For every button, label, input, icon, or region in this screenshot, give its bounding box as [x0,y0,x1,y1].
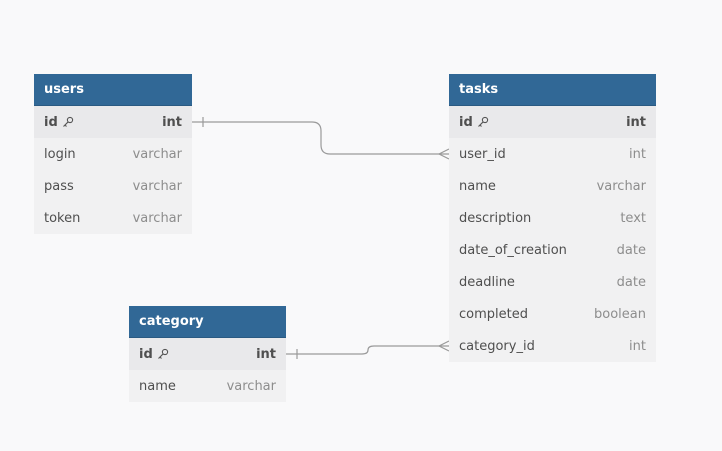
column-type: varchar [132,210,182,226]
column-type: int [256,346,276,362]
column-row-login[interactable]: login varchar [34,138,192,170]
column-type: int [626,114,646,130]
column-name: completed [459,306,528,322]
column-row-id[interactable]: id int [449,106,656,138]
column-name: pass [44,178,74,194]
column-row-completed[interactable]: completed boolean [449,298,656,330]
key-icon [62,116,73,127]
column-name: id [44,114,58,130]
table-header-category[interactable]: category [129,306,286,338]
column-name: deadline [459,274,515,290]
column-name-cell: id [44,115,74,130]
column-type: varchar [226,378,276,394]
table-users[interactable]: users id int login varchar pass varchar … [34,74,192,234]
column-type: boolean [594,306,646,322]
column-type: date [616,274,646,290]
column-row-description[interactable]: description text [449,202,656,234]
column-row-id[interactable]: id int [129,338,286,370]
table-tasks[interactable]: tasks id int user_id int name varchar de… [449,74,656,362]
column-type: int [629,338,646,354]
key-icon [477,116,488,127]
column-name: name [459,178,496,194]
column-name-cell: id [139,347,169,362]
column-row-token[interactable]: token varchar [34,202,192,234]
relation-users-tasks[interactable] [192,117,450,160]
column-row-category-id[interactable]: category_id int [449,330,656,362]
column-name: name [139,378,176,394]
column-name: login [44,146,76,162]
column-type: date [616,242,646,258]
column-name: id [139,346,153,362]
column-type: int [629,146,646,162]
column-name: token [44,210,81,226]
table-header-tasks[interactable]: tasks [449,74,656,106]
relation-category-tasks[interactable] [286,340,450,359]
column-type: varchar [132,178,182,194]
column-name: user_id [459,146,506,162]
column-type: varchar [596,178,646,194]
column-name: category_id [459,338,535,354]
column-type: varchar [132,146,182,162]
column-row-name[interactable]: name varchar [449,170,656,202]
table-category[interactable]: category id int name varchar [129,306,286,402]
column-type: int [162,114,182,130]
table-header-users[interactable]: users [34,74,192,106]
column-row-deadline[interactable]: deadline date [449,266,656,298]
column-name-cell: id [459,115,489,130]
column-name: description [459,210,532,226]
key-icon [157,348,168,359]
column-name: id [459,114,473,130]
column-row-id[interactable]: id int [34,106,192,138]
column-row-pass[interactable]: pass varchar [34,170,192,202]
column-row-date-of-creation[interactable]: date_of_creation date [449,234,656,266]
column-type: text [620,210,646,226]
column-row-name[interactable]: name varchar [129,370,286,402]
column-row-user-id[interactable]: user_id int [449,138,656,170]
column-name: date_of_creation [459,242,567,258]
